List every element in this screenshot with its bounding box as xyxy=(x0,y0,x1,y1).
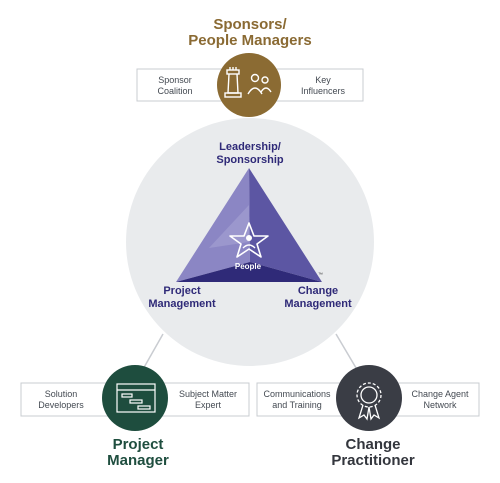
sponsors-title: Sponsors/ People Managers xyxy=(150,17,350,49)
award-ribbon-icon xyxy=(356,382,382,421)
project-management-label: Project Management xyxy=(132,285,232,310)
sponsors-title-line1: Sponsors/ xyxy=(213,16,287,33)
subject-matter-expert-line1: Subject Matter xyxy=(178,389,238,399)
change-practitioner-title: Change Practitioner xyxy=(318,437,428,469)
change-management-label: Change Management xyxy=(268,285,368,310)
leadership-sponsorship-label: Leadership/ Sponsorship xyxy=(195,141,305,166)
subject-matter-expert-line2: Expert xyxy=(194,400,221,411)
change-agent-network-label: Change Agent Network xyxy=(404,389,476,412)
project-manager-title: Project Manager xyxy=(88,437,188,469)
change-agent-network-line1: Change Agent xyxy=(411,389,469,399)
key-influencers-line2: Influencers xyxy=(300,86,346,97)
change-management-line2: Management xyxy=(284,297,352,310)
change-practitioner-title-line2: Practitioner xyxy=(331,451,415,469)
project-manager-title-line1: Project xyxy=(112,436,164,453)
trademark-symbol: ™ xyxy=(318,272,323,278)
change-management-line1: Change xyxy=(297,285,339,297)
project-manager-title-line2: Manager xyxy=(107,451,169,469)
project-management-line1: Project xyxy=(163,285,201,297)
key-influencers-line1: Key xyxy=(315,75,331,85)
leadership-line1: Leadership/ xyxy=(219,141,281,153)
people-star-icon xyxy=(229,222,269,258)
gantt-chart-icon xyxy=(116,383,156,413)
communications-training-line1: Communications xyxy=(263,389,331,399)
project-management-line2: Management xyxy=(148,297,216,310)
communications-training-line2: and Training xyxy=(272,400,322,411)
sponsor-coalition-line1: Sponsor xyxy=(158,75,192,85)
subject-matter-expert-label: Subject Matter Expert xyxy=(168,389,248,412)
leadership-line2: Sponsorship xyxy=(216,153,284,166)
sponsor-coalition-line2: Coalition xyxy=(157,86,193,97)
change-agent-network-line2: Network xyxy=(423,400,457,411)
project-manager-circle xyxy=(102,365,168,431)
change-practitioner-title-line1: Change xyxy=(345,436,401,453)
change-triangle xyxy=(176,168,322,282)
sponsors-title-line2: People Managers xyxy=(188,31,312,49)
solution-developers-line1: Solution xyxy=(44,389,78,399)
solution-developers-line2: Developers xyxy=(38,400,84,411)
solution-developers-label: Solution Developers xyxy=(24,389,98,412)
sponsor-coalition-label: Sponsor Coalition xyxy=(142,75,208,98)
chess-rook-icon xyxy=(224,67,242,98)
communications-training-label: Communications and Training xyxy=(258,389,336,412)
change-practitioner-circle xyxy=(336,365,402,431)
key-influencers-label: Key Influencers xyxy=(290,75,356,98)
people-label: People xyxy=(234,262,262,271)
people-group-icon xyxy=(247,73,272,95)
sponsor-circle xyxy=(217,53,281,117)
